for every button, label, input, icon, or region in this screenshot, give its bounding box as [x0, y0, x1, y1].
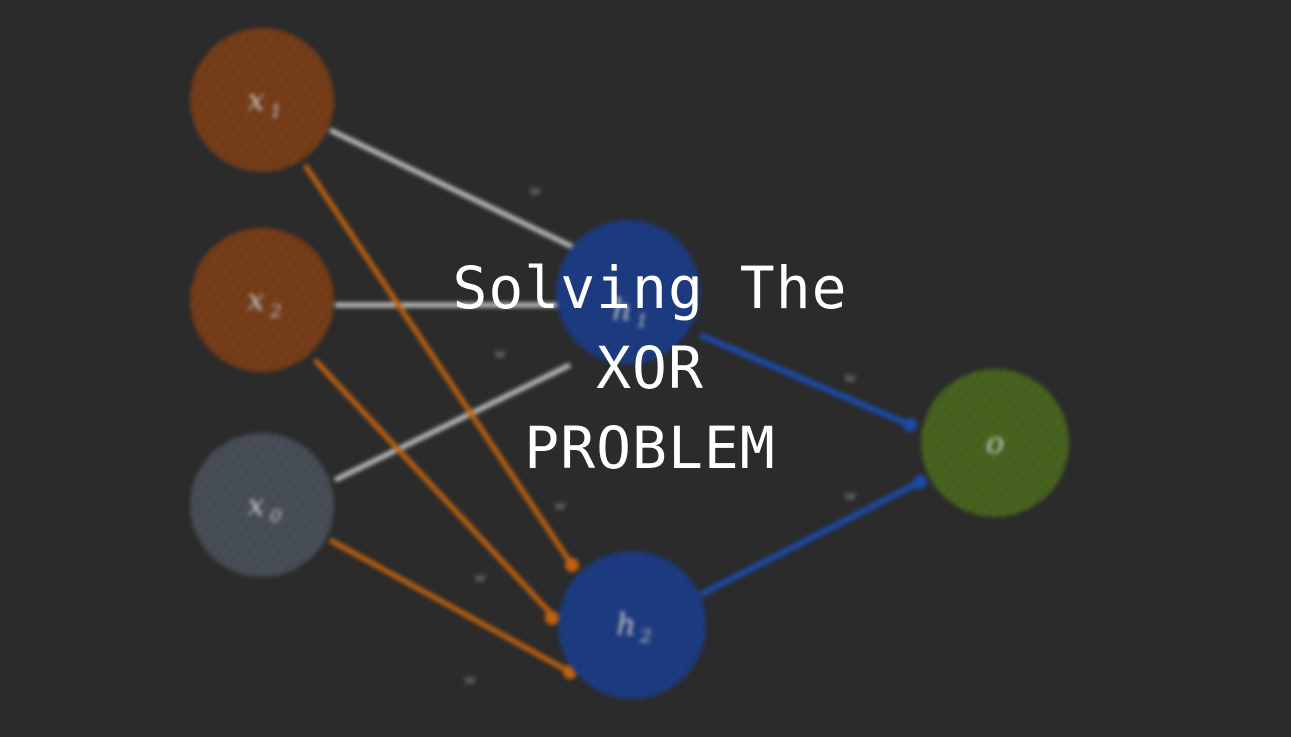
node-o: o [921, 369, 1069, 517]
weight-label: w [844, 370, 856, 386]
edge-x1-h1 [328, 127, 577, 251]
edge-x0-h1 [333, 362, 572, 483]
edge-x0-h2 [328, 537, 572, 675]
edge-x2-h2 [313, 358, 557, 620]
title-overlay: Solving The XOR PROBLEM [300, 248, 1000, 488]
svg-text:o: o [986, 426, 1004, 461]
svg-text:1: 1 [636, 311, 647, 332]
svg-text:x: x [248, 83, 265, 118]
svg-text:2: 2 [269, 301, 281, 322]
edge-h1-o [698, 332, 912, 428]
edge-endpoint [913, 475, 927, 489]
weight-label: w [554, 498, 566, 514]
title-line-3: PROBLEM [524, 414, 776, 482]
weight-label: w [494, 346, 506, 362]
svg-text:h: h [612, 293, 631, 328]
node-x0: x 0 [190, 433, 334, 577]
title-line-2: XOR [596, 334, 704, 402]
weight-label: w [529, 183, 541, 199]
weight-label: w [844, 488, 856, 504]
title-line-1: Solving The [452, 254, 848, 322]
svg-text:x: x [248, 283, 265, 318]
edge-endpoint [545, 611, 559, 625]
edge-h2-o [698, 479, 922, 598]
svg-text:x: x [248, 488, 265, 523]
svg-text:1: 1 [270, 101, 281, 122]
node-h2: h 2 [558, 551, 706, 699]
svg-text:2: 2 [639, 626, 651, 647]
node-h1: h 1 [556, 220, 700, 364]
edge-endpoint [903, 418, 917, 432]
edge-x1-h2 [302, 163, 575, 567]
svg-text:0: 0 [270, 506, 281, 527]
node-x1: x 1 [190, 28, 334, 172]
weight-label: w [464, 672, 476, 688]
edge-endpoint [565, 558, 579, 572]
node-x2: x 2 [190, 228, 334, 372]
weight-label: w [474, 570, 486, 586]
svg-text:h: h [616, 608, 635, 643]
